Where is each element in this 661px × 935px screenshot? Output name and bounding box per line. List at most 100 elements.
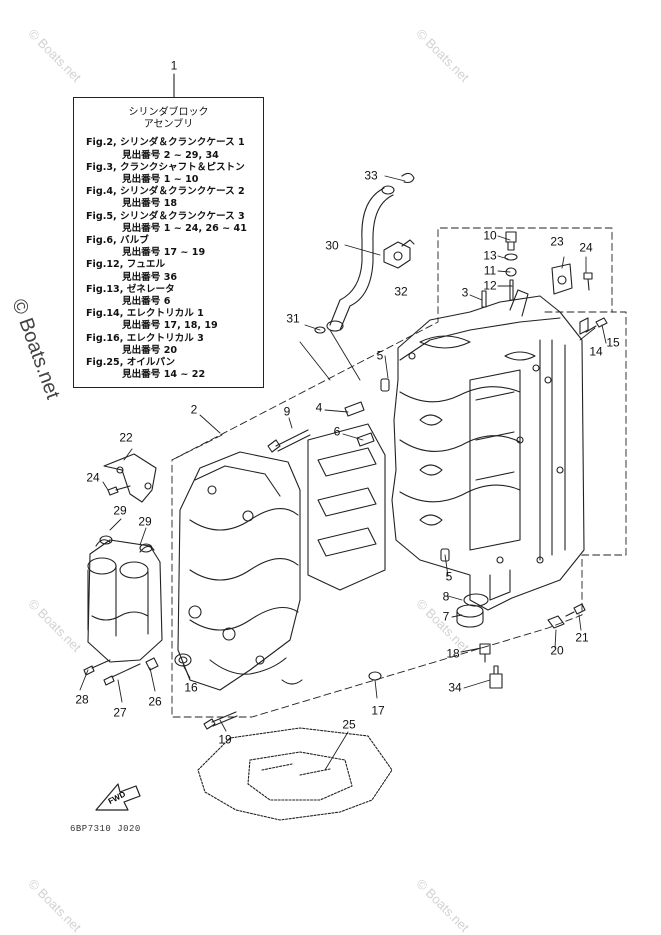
bolt-part [103, 663, 141, 686]
callout-3[interactable]: 3 [461, 285, 469, 300]
bolt-part [107, 485, 131, 496]
o-ring-part [314, 326, 326, 334]
exploded-view-drawing: FWD [79, 73, 627, 821]
exhaust-gasket-part [197, 727, 393, 821]
forward-arrow-icon [95, 783, 141, 811]
forward-label: FWD [107, 789, 128, 806]
callout-30[interactable]: 30 [325, 238, 339, 253]
plug-bolt-part [505, 231, 517, 251]
callout-24[interactable]: 24 [86, 470, 100, 485]
callout-20[interactable]: 20 [550, 643, 564, 658]
figure-reference[interactable]: Fig.16, エレクトリカル 3 [86, 332, 204, 344]
fitting-part [479, 643, 491, 663]
figure-reference[interactable]: Fig.25, オイルパン [86, 357, 176, 369]
figure-reference[interactable]: Fig.14, エレクトリカル 1 [86, 308, 204, 320]
assembly-reference-box: シリンダブロック アセンブリ Fig.2, シリンダ＆クランクケース 1 見出番… [73, 97, 264, 388]
reference-numbers: 見出番号 17, 18, 19 [122, 320, 218, 332]
figure-reference[interactable]: Fig.3, クランクシャフト＆ピストン [86, 161, 245, 173]
callout-29[interactable]: 29 [113, 503, 127, 518]
callout-14[interactable]: 14 [589, 344, 603, 359]
crankcase-part [177, 451, 303, 691]
callout-31[interactable]: 31 [286, 311, 300, 326]
dowel-pin-part [440, 548, 450, 562]
ignition-coil-part [87, 535, 163, 663]
callout-9[interactable]: 9 [283, 404, 291, 419]
reference-numbers: 見出番号 1 ~ 24, 26 ~ 41 [122, 222, 247, 234]
figure-reference[interactable]: Fig.5, シリンダ＆クランクケース 3 [86, 210, 245, 222]
breather-hose-part [326, 185, 395, 332]
callout-23[interactable]: 23 [550, 234, 564, 249]
callout-15[interactable]: 15 [606, 335, 620, 350]
manifold-gasket-part [307, 423, 386, 591]
collar-part [547, 615, 565, 629]
figure-reference[interactable]: Fig.4, シリンダ＆クランクケース 2 [86, 186, 245, 198]
callout-19[interactable]: 19 [218, 732, 232, 747]
fitting-part [489, 665, 503, 689]
figure-reference[interactable]: Fig.6, バルブ [86, 235, 149, 247]
dowel-pin-part [481, 290, 487, 308]
nipple-part [344, 401, 365, 417]
diagram-code: 6BP7310 J020 [70, 824, 141, 834]
assembly-title: シリンダブロック [128, 107, 209, 118]
callout-28[interactable]: 28 [75, 692, 89, 707]
callout-5[interactable]: 5 [376, 348, 384, 363]
bolt-part [585, 317, 608, 333]
callout-16[interactable]: 16 [184, 680, 198, 695]
leader-lines [79, 175, 607, 771]
callout-1[interactable]: 1 [170, 58, 178, 73]
cover-part [456, 604, 484, 628]
callout-22[interactable]: 22 [119, 430, 133, 445]
oil-seal-part [174, 653, 192, 667]
reference-numbers: 見出番号 6 [122, 296, 171, 308]
hose-clamp-part [383, 239, 415, 269]
callout-6[interactable]: 6 [333, 424, 341, 439]
screw-part [509, 279, 514, 301]
o-ring-part [368, 671, 382, 681]
plug-part [463, 593, 489, 607]
reference-numbers: 見出番号 17 ~ 19 [122, 247, 206, 259]
reference-numbers: 見出番号 36 [122, 271, 178, 283]
callout-21[interactable]: 21 [575, 630, 589, 645]
callout-10[interactable]: 10 [483, 228, 497, 243]
callout-2[interactable]: 2 [190, 402, 198, 417]
parts-diagram: © Boats.net © Boats.net © Boats.net © Bo… [7, 26, 627, 935]
collar-part [145, 657, 159, 671]
hose-clip-part [401, 172, 415, 184]
bolt-part [83, 659, 111, 676]
figure-reference[interactable]: Fig.13, ゼネレータ [86, 283, 175, 295]
callout-13[interactable]: 13 [483, 248, 497, 263]
callout-27[interactable]: 27 [113, 705, 127, 720]
washer-part [505, 267, 517, 277]
figure-reference[interactable]: Fig.12, フュエル [86, 259, 166, 271]
callout-4[interactable]: 4 [315, 400, 323, 415]
callout-18[interactable]: 18 [446, 646, 460, 661]
callout-34[interactable]: 34 [448, 680, 462, 695]
callout-33[interactable]: 33 [364, 168, 378, 183]
nipple-part [356, 432, 375, 447]
callout-32[interactable]: 32 [394, 284, 408, 299]
callout-17[interactable]: 17 [371, 703, 385, 718]
bolt-part [565, 603, 586, 617]
reference-numbers: 見出番号 2 ~ 29, 34 [122, 149, 219, 161]
bracket-part [103, 453, 157, 503]
callout-24[interactable]: 24 [579, 240, 593, 255]
callout-25[interactable]: 25 [342, 717, 356, 732]
bolt-part [583, 272, 593, 291]
reference-numbers: 見出番号 14 ~ 22 [122, 369, 206, 381]
washer-part [504, 253, 518, 261]
callout-12[interactable]: 12 [483, 278, 497, 293]
callout-5[interactable]: 5 [445, 569, 453, 584]
bolt-part [203, 711, 238, 730]
callout-11[interactable]: 11 [483, 263, 497, 278]
reference-numbers: 見出番号 18 [122, 198, 178, 210]
anode-cover-part [551, 263, 573, 295]
cylinder-block-part [391, 289, 585, 611]
callout-26[interactable]: 26 [148, 694, 162, 709]
assembly-subtitle: アセンブリ [143, 119, 194, 131]
callout-8[interactable]: 8 [442, 589, 450, 604]
gasket-part [579, 317, 589, 335]
callout-7[interactable]: 7 [442, 609, 450, 624]
callout-29[interactable]: 29 [138, 514, 152, 529]
reference-numbers: 見出番号 20 [122, 344, 178, 356]
figure-reference[interactable]: Fig.2, シリンダ＆クランクケース 1 [86, 137, 245, 149]
